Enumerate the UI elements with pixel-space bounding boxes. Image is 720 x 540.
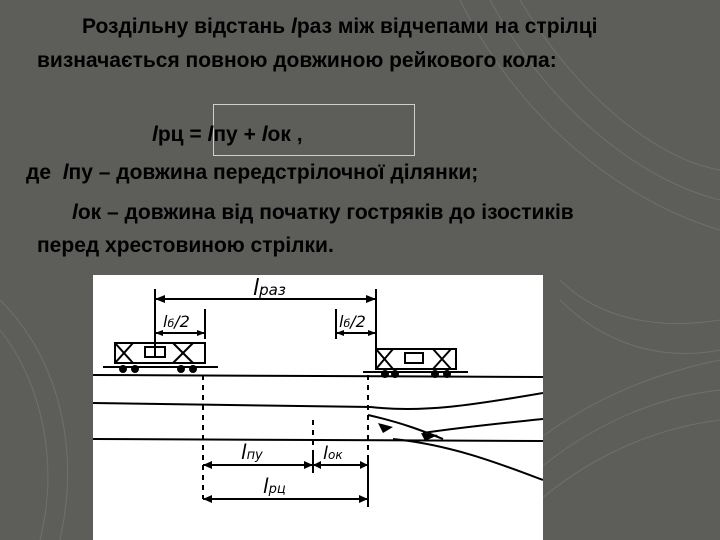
wagon-left (103, 342, 218, 373)
formula-term1-var: l (207, 123, 214, 146)
formula-plus: + (237, 123, 262, 146)
formula: lрц = lпу + lок , (152, 122, 303, 148)
label-rc: lрц (263, 474, 286, 498)
definition-1-var: l (62, 161, 69, 184)
track-diagram: lраз lб/2 lб/2 lпу lок lрц (93, 275, 543, 540)
formula-term2-var: l (261, 123, 268, 146)
definition-2: lок – довжина від початку гостряків до і… (72, 200, 574, 226)
paragraph-line-2: визначається повною довжиною рейкового к… (37, 49, 557, 72)
definition-1-prefix: де (26, 161, 63, 184)
formula-term1-sub: пу (213, 123, 238, 146)
paragraph-line-1-pre: Роздільну відстань (82, 15, 291, 38)
formula-equals: = (183, 123, 208, 146)
formula-lhs-var: l (152, 123, 158, 146)
label-ok: lок (323, 443, 343, 464)
paragraph-line-1-post: раз між відчепами на стрілці (296, 15, 598, 38)
wagon-right (363, 348, 468, 378)
label-lb-right: lб/2 (339, 312, 366, 331)
formula-lhs-sub: рц (157, 123, 184, 146)
definition-2-text: ок – довжина від початку гостряків до із… (77, 201, 574, 224)
definition-2-var: l (72, 201, 78, 224)
formula-term2-sub: ок , (267, 123, 303, 146)
paragraph-line-1: Роздільну відстань lраз між відчепами на… (82, 14, 597, 40)
definition-3: перед хрестовиною стрілки. (37, 234, 334, 257)
formula-box (213, 104, 415, 156)
definition-1-text: пу – довжина передстрілочної ділянки; (68, 161, 479, 184)
rails (93, 374, 543, 481)
label-raz: lраз (253, 276, 286, 301)
variable-l: l (290, 15, 297, 38)
label-lb-left: lб/2 (163, 312, 190, 331)
track-diagram-svg: lраз lб/2 lб/2 lпу lок lрц (93, 276, 543, 507)
definition-1: де lпу – довжина передстрілочної ділянки… (26, 160, 478, 186)
label-pu: lпу (241, 440, 263, 464)
